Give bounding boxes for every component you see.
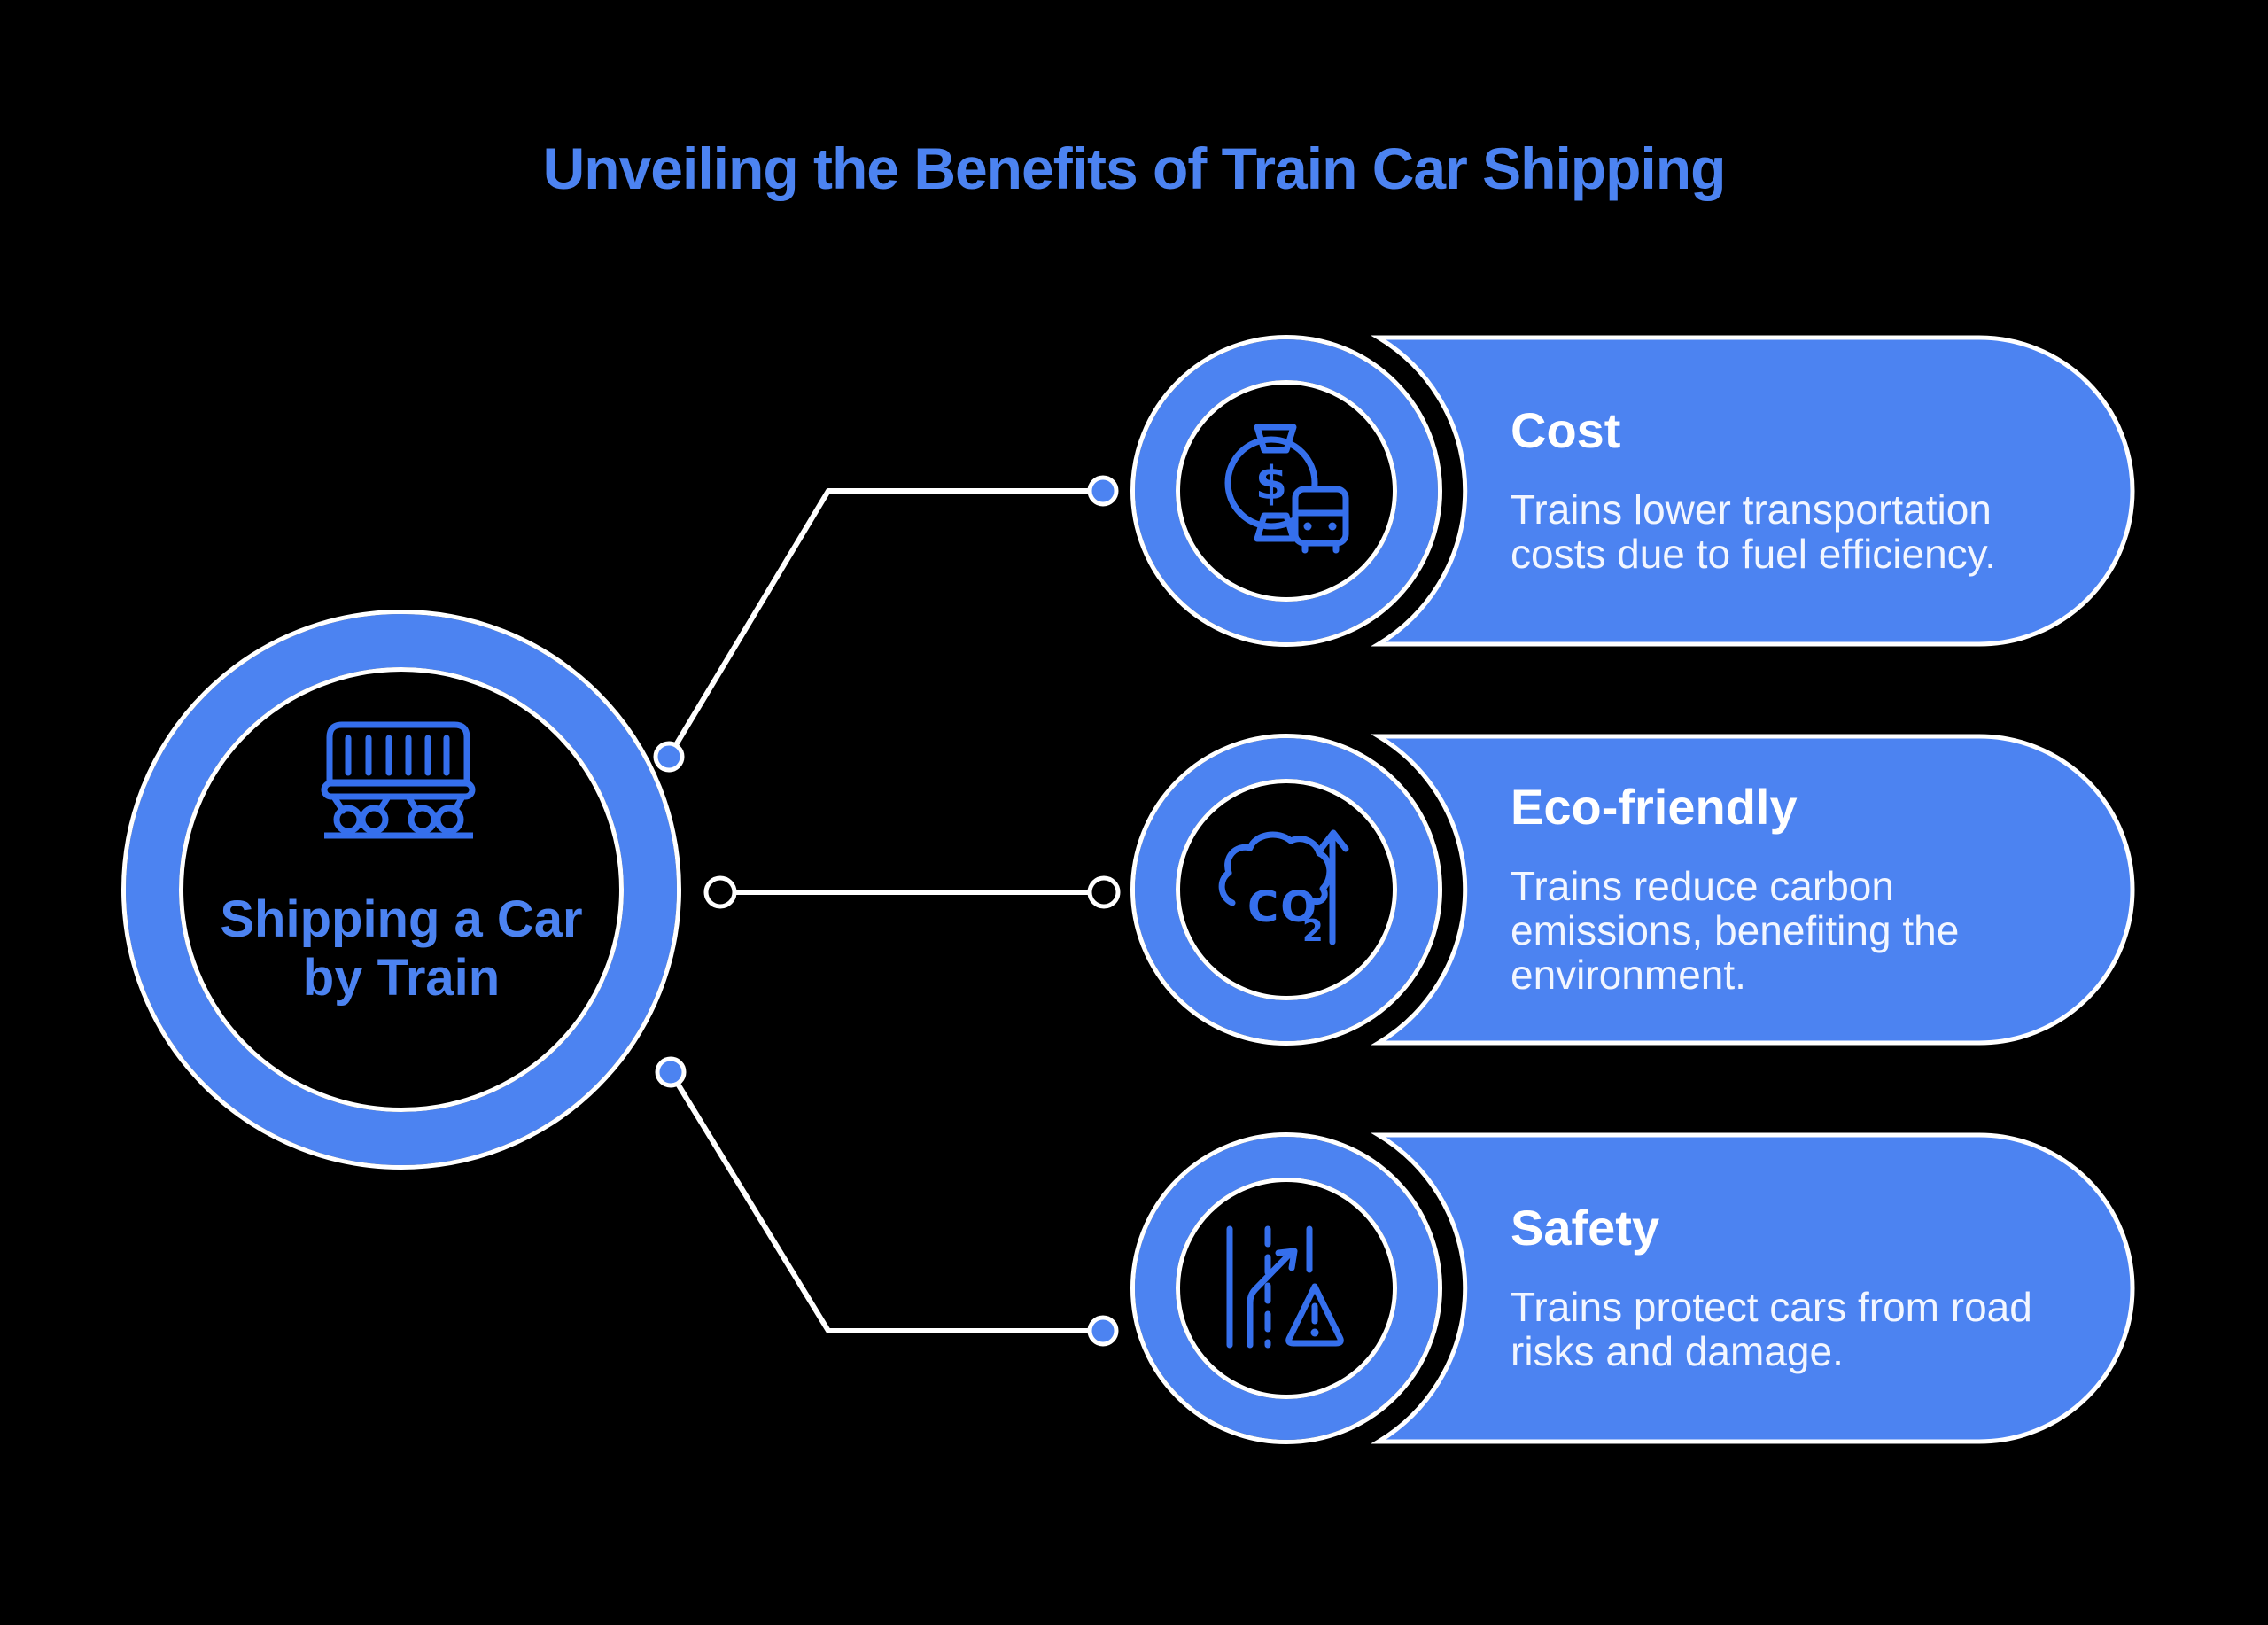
connector-line-safety: [668, 1069, 1106, 1333]
dollar-glyph: $: [1255, 457, 1287, 510]
cost-panel-text: Cost Trains lower transportation costs d…: [1511, 338, 2113, 644]
page-title: Unveiling the Benefits of Train Car Ship…: [542, 136, 1727, 201]
safety-title: Safety: [1511, 1199, 1660, 1256]
connector-dot-cost: [1087, 475, 1119, 507]
hub-ring: [126, 614, 677, 1165]
cost-title: Cost: [1511, 401, 1621, 458]
connector-dot-hub-top: [653, 741, 685, 773]
connector-dot-eco: [1087, 875, 1121, 909]
branch-badges: [1130, 335, 1442, 1444]
co2-subscript: 2: [1302, 914, 1324, 949]
eco-title: Eco-friendly: [1511, 778, 1798, 835]
connector-dot-hub-bottom: [655, 1056, 687, 1088]
safety-description: Trains protect cars from road risks and …: [1511, 1283, 2032, 1374]
hub-ring-inner-edge: [179, 667, 624, 1112]
eco-panel-text: Eco-friendly Trains reduce carbon emissi…: [1511, 736, 2113, 1043]
eco-badge: [1130, 734, 1442, 1046]
cost-panel: [1371, 335, 2135, 647]
branch-panels: [1371, 335, 2135, 1444]
road-hazard-icon: [1226, 1225, 1344, 1349]
eco-panel: [1371, 734, 2135, 1046]
co2-label: CO: [1247, 882, 1318, 932]
cost-description: Trains lower transportation costs due to…: [1511, 486, 1997, 577]
co2-cloud-arrow-icon: CO 2: [1218, 829, 1349, 949]
watch-dollar-train-icon: $: [1224, 424, 1349, 554]
connector-line-cost: [666, 488, 1106, 759]
cost-badge: [1130, 335, 1442, 647]
hub-circle: [121, 610, 681, 1170]
connector-dot-hub-middle: [703, 875, 737, 909]
hub-ring-outer-edge: [121, 610, 681, 1170]
safety-panel: [1371, 1132, 2135, 1444]
hub-label: Shipping a Car by Train: [220, 890, 583, 1007]
safety-badge: [1130, 1132, 1442, 1444]
eco-description: Trains reduce carbon emissions, benefiti…: [1511, 862, 1960, 999]
train-car-icon: [321, 721, 476, 839]
connector-dots: [653, 475, 1121, 1347]
safety-panel-text: Safety Trains protect cars from road ris…: [1511, 1135, 2113, 1442]
connector-dot-safety: [1087, 1315, 1119, 1347]
connector-lines: [666, 488, 1107, 1333]
